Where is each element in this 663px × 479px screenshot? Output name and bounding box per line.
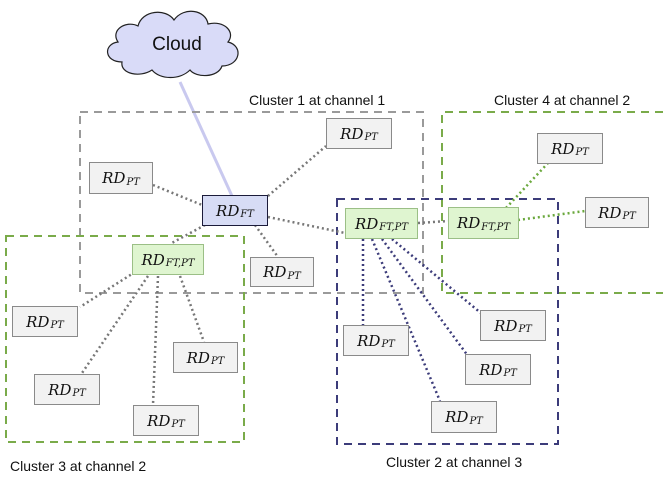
node-main: RD (141, 250, 165, 269)
cloud-link (178, 81, 234, 197)
node-main: RD (479, 360, 503, 379)
cluster-2-box (336, 198, 559, 445)
node-sub: PT (126, 176, 140, 188)
node-sub: PT (575, 147, 589, 158)
link (152, 183, 203, 207)
node-main: RD (357, 331, 381, 350)
node-sub: PT (364, 132, 378, 143)
link (267, 215, 346, 235)
node-main: RD (598, 203, 622, 222)
node-main: RD (340, 124, 364, 143)
link (78, 275, 150, 377)
link (505, 162, 549, 209)
link (169, 223, 206, 246)
cluster-2-label: Cluster 2 at channel 3 (386, 454, 523, 470)
link (370, 238, 442, 402)
cluster-3-label: Cluster 3 at channel 2 (10, 458, 147, 474)
node-sub: FT,PT (165, 258, 195, 269)
link (391, 238, 483, 315)
cluster-3-box (5, 235, 245, 443)
node-main: RD (186, 348, 210, 367)
link (417, 219, 449, 225)
node-main: RD (147, 411, 171, 430)
node-sub: FT,PT (379, 222, 409, 233)
link (267, 145, 327, 197)
node-sub: PT (503, 368, 517, 379)
node-sub: PT (622, 211, 636, 222)
node-main: RD (26, 312, 50, 331)
cluster-1-box (79, 111, 424, 294)
node-sub: PT (518, 324, 532, 335)
node-main: RD (354, 214, 379, 233)
node-main: RD (48, 380, 72, 399)
cluster-4-box (441, 111, 663, 294)
node-sub: FT (240, 209, 254, 220)
node-main: RD (216, 201, 240, 220)
node-sub: PT (469, 415, 483, 427)
node-main: RD (494, 316, 518, 335)
cluster-1-label: Cluster 1 at channel 1 (249, 92, 386, 108)
node-main: RD (445, 408, 469, 426)
cloud-label: Cloud (152, 34, 202, 55)
cluster-4-label: Cluster 4 at channel 2 (494, 92, 631, 108)
node-main: RD (456, 214, 481, 232)
node-sub: PT (287, 270, 301, 282)
link (253, 224, 280, 258)
link (178, 275, 206, 343)
node-sub: PT (171, 419, 185, 430)
node-sub: PT (381, 339, 395, 350)
link (151, 275, 160, 406)
node-main: RD (263, 263, 287, 281)
link (517, 209, 586, 222)
node-sub: PT (72, 388, 86, 399)
cloud-shape (107, 10, 239, 79)
node-sub: PT (50, 320, 64, 331)
link (79, 270, 136, 309)
node-sub: FT,PT (481, 221, 511, 233)
link (380, 238, 470, 357)
node-main: RD (102, 169, 126, 187)
node-main: RD (551, 139, 575, 158)
node-sub: PT (210, 356, 225, 367)
